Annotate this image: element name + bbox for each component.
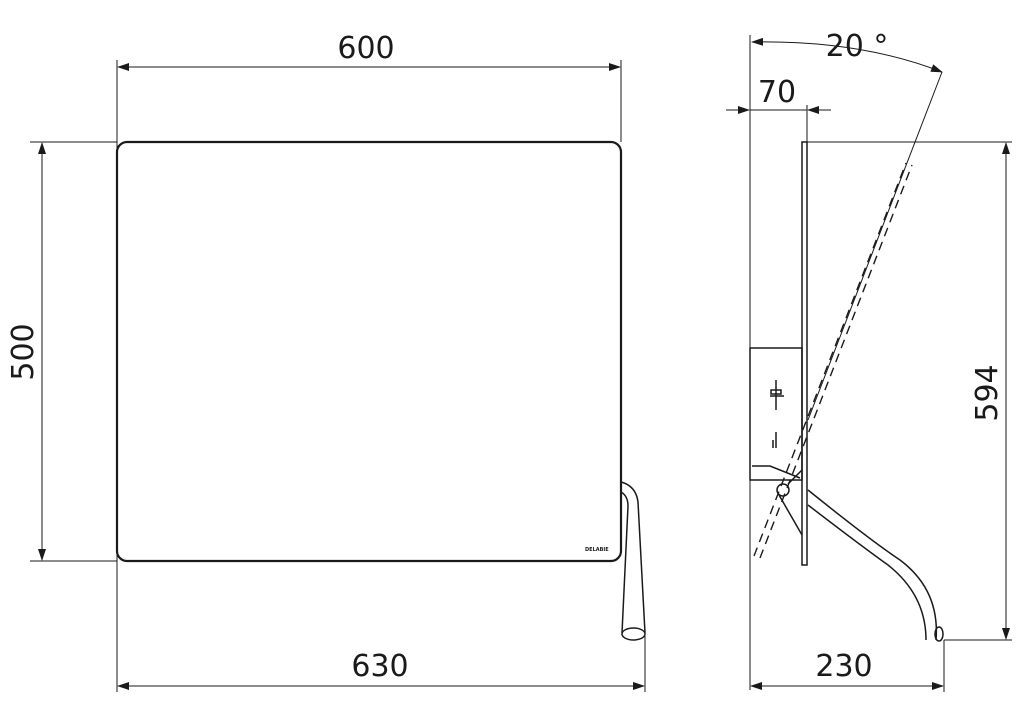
- tilted-position-line: [759, 164, 913, 559]
- lock-mechanism-icon: [770, 380, 784, 448]
- tilted-position-line: [753, 162, 907, 557]
- angle-arc-20: [751, 37, 943, 73]
- angle-reference-line: [807, 71, 943, 421]
- support-leg-side: [807, 489, 938, 641]
- support-leg-foot-side: [934, 626, 944, 642]
- hinge-arm: [778, 469, 803, 536]
- side-view: 20 ° 70 594 230: [726, 29, 1012, 692]
- mounting-bracket: [749, 347, 803, 481]
- front-view: DELABIE 600 500 630: [6, 31, 646, 692]
- dimension-label-20deg: 20 °: [826, 29, 889, 64]
- seat-plate-folded: [801, 141, 808, 566]
- dimension-label-594: 594: [970, 364, 1005, 421]
- dimension-label-630: 630: [351, 649, 408, 684]
- support-leg: [620, 481, 646, 634]
- dimension-label-500: 500: [6, 323, 41, 380]
- brand-logo: DELABIE: [585, 547, 609, 553]
- seat-panel-outline: [115, 140, 623, 563]
- dimension-label-230: 230: [815, 649, 872, 684]
- dimension-label-70: 70: [758, 75, 796, 110]
- support-leg-foot: [621, 627, 646, 641]
- hinge-pivot: [776, 483, 790, 497]
- dimension-label-600: 600: [337, 31, 394, 66]
